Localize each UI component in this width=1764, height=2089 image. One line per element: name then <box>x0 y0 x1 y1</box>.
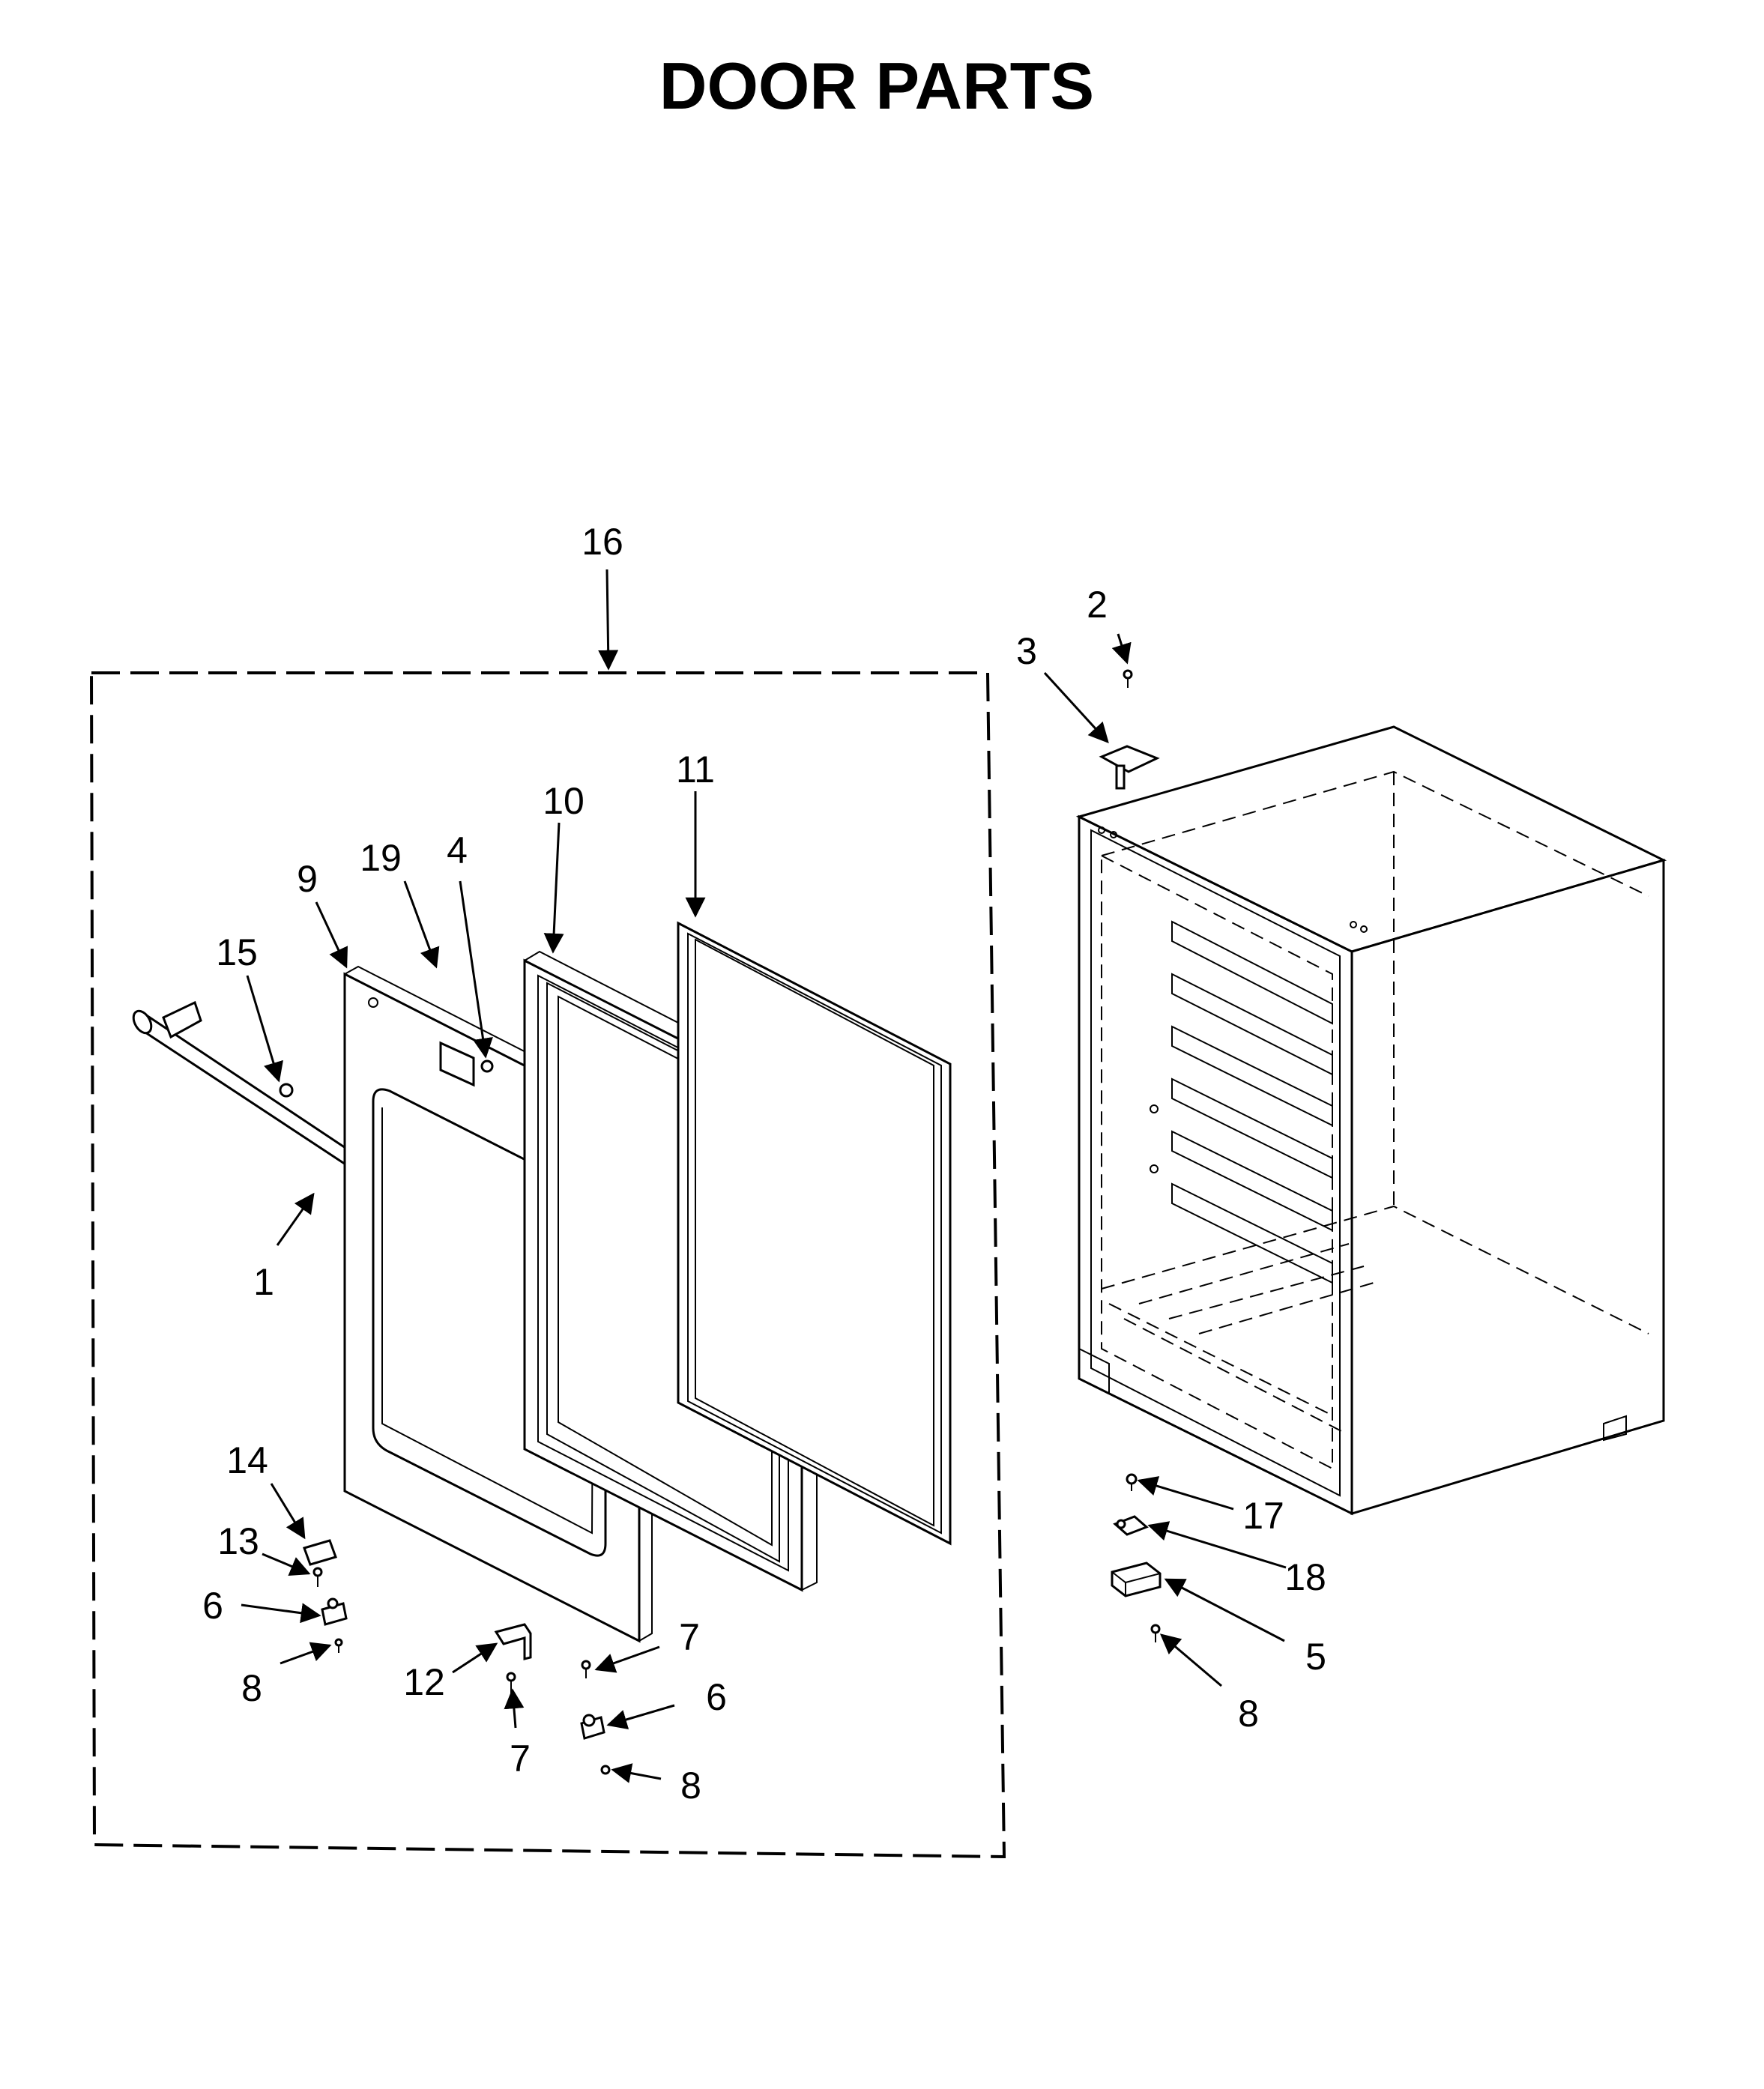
bracket-12 <box>494 1623 532 1660</box>
screw-4 <box>480 1059 494 1073</box>
callout-8-cabinet: 8 <box>1238 1693 1259 1735</box>
screw-7-right <box>581 1660 591 1678</box>
callout-8-left: 8 <box>241 1667 262 1709</box>
callout-6-right: 6 <box>706 1676 727 1718</box>
callout-16: 16 <box>582 521 623 563</box>
callout-15: 15 <box>216 931 258 973</box>
bracket-19 <box>439 1041 475 1087</box>
hinge-pin-6-left <box>321 1597 348 1626</box>
callout-11: 11 <box>676 749 715 790</box>
door-gasket <box>677 921 952 1546</box>
hinge-pin-6-right <box>580 1714 605 1740</box>
screw-7-lower <box>506 1672 516 1693</box>
screw-15 <box>279 1083 294 1098</box>
screw-13 <box>312 1567 323 1587</box>
screw-8-left <box>334 1638 343 1653</box>
callout-13: 13 <box>217 1520 259 1562</box>
callout-8-right: 8 <box>680 1765 701 1807</box>
callout-5: 5 <box>1305 1636 1326 1678</box>
page-title: DOOR PARTS <box>659 49 1094 123</box>
callout-7-lower: 7 <box>510 1738 531 1780</box>
callout-19: 19 <box>360 837 402 879</box>
callout-7-right: 7 <box>679 1616 700 1658</box>
callout-9: 9 <box>297 858 318 900</box>
callout-14: 14 <box>226 1439 268 1481</box>
washer-18 <box>1113 1515 1149 1536</box>
screw-8-right <box>600 1765 611 1775</box>
callout-2: 2 <box>1087 584 1108 626</box>
screw-8-cabinet <box>1150 1624 1161 1642</box>
door-assembly-boundary <box>89 671 1006 1859</box>
callout-1: 1 <box>253 1261 274 1303</box>
hinge-cover-14 <box>303 1539 337 1566</box>
callout-18: 18 <box>1284 1556 1326 1598</box>
screw-2 <box>1123 669 1133 688</box>
top-hinge-3 <box>1099 745 1160 790</box>
callout-10: 10 <box>543 780 585 822</box>
callout-6-left: 6 <box>202 1585 223 1627</box>
callout-labels: 16 2 3 11 10 19 4 9 15 1 14 13 6 8 12 7 … <box>202 521 1326 1807</box>
screw-17 <box>1126 1473 1138 1491</box>
bottom-hinge-5 <box>1111 1562 1162 1597</box>
cabinet <box>1075 725 1667 1516</box>
callout-4: 4 <box>447 829 468 871</box>
leader-lines <box>241 569 1287 1783</box>
callout-17: 17 <box>1242 1495 1284 1537</box>
callout-12: 12 <box>403 1661 445 1703</box>
callout-3: 3 <box>1016 630 1037 672</box>
